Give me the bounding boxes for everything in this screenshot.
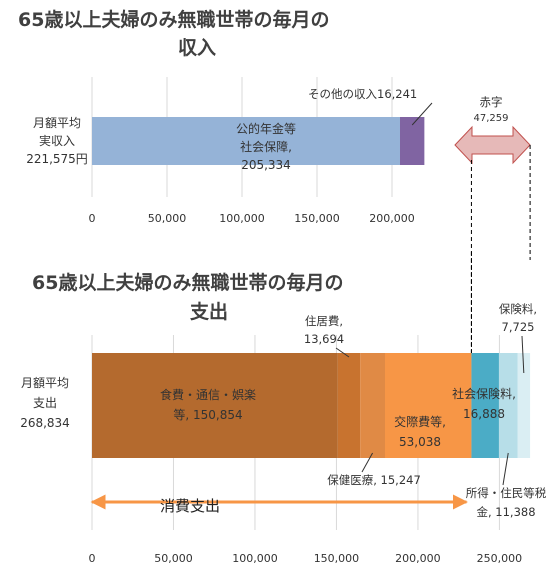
expense-title-line-1: 65歳以上夫婦のみ無職世帯の毎月の [32, 271, 343, 294]
pension-label-line-2: 社会保障, [240, 139, 292, 154]
insurance-label-line-2: 7,725 [502, 320, 535, 334]
income-row-label-line-1: 月額平均 [33, 116, 81, 130]
deficit-label-line-2: 47,259 [474, 113, 509, 124]
tax-label-line-1: 所得・住民等税 [466, 486, 547, 500]
social-expense-segment [384, 353, 472, 458]
housing-label-line-2: 13,694 [304, 332, 344, 346]
expense-tick-label: 250,000 [477, 552, 523, 565]
pension-label-line-3: 205,334 [241, 158, 291, 172]
housing-segment [337, 353, 361, 458]
income-tick-label: 200,000 [369, 212, 415, 225]
pension-segment [92, 117, 401, 165]
food-label-line-2: 等, 150,854 [173, 408, 242, 422]
expense-bar-segments [92, 353, 531, 458]
income-title-line-1: 65歳以上夫婦のみ無職世帯の毎月の [18, 8, 329, 31]
other-income-label: その他の収入16,241 [308, 87, 417, 101]
social-insurance-label-line-2: 16,888 [463, 407, 505, 421]
food-label-line-1: 食費・通信・娯楽 [160, 387, 256, 402]
housing-label-line-1: 住居費, [305, 314, 343, 328]
expense-title-line-2: 支出 [189, 300, 228, 323]
medical-label: 保健医療, 15,247 [327, 473, 421, 487]
housing-leader-line [335, 347, 350, 358]
food-segment [92, 353, 338, 458]
income-bar-segments [92, 117, 425, 165]
expense-tick-label: 50,000 [154, 552, 193, 565]
tax-leader-line [502, 452, 509, 486]
income-tick-label: 100,000 [219, 212, 265, 225]
social-insurance-label-line-1: 社会保険料, [452, 386, 516, 401]
medical-leader-line [361, 452, 374, 473]
income-row-label-line-2: 実収入 [39, 133, 75, 148]
expense-tick-label: 150,000 [314, 552, 360, 565]
expense-tick-label: 200,000 [395, 552, 441, 565]
expense-tick-label: 0 [89, 552, 96, 565]
other-income-segment [400, 117, 425, 165]
expense-row-label: 月額平均 支出 268,834 [20, 376, 70, 430]
pension-label-line-1: 公的年金等 [236, 121, 296, 136]
expense-row-label-line-3: 268,834 [20, 416, 70, 430]
income-chart: 65歳以上夫婦のみ無職世帯の毎月の 収入 月額平均 実収入 221,575円 0… [18, 8, 531, 353]
deficit-double-arrow [454, 125, 531, 165]
social-expense-label-line-1: 交際費等, [394, 414, 446, 429]
expense-row-label-line-1: 月額平均 [21, 376, 69, 390]
social-insurance-segment [471, 353, 499, 458]
insurance-leader-line [521, 335, 525, 374]
income-tick-label: 50,000 [148, 212, 187, 225]
medical-segment [360, 353, 385, 458]
income-tick-label: 0 [89, 212, 96, 225]
social-expense-label-line-2: 53,038 [399, 435, 441, 449]
consumption-label: 消費支出 [160, 497, 220, 515]
income-row-label: 月額平均 実収入 221,575円 [26, 116, 88, 166]
income-tick-label: 150,000 [294, 212, 340, 225]
insurance-segment [517, 353, 531, 458]
other-income-leader-line [411, 102, 433, 126]
tax-segment [498, 353, 518, 458]
income-axis-ticks: 0 50,000 100,000 150,000 200,000 [89, 212, 415, 225]
income-row-label-line-3: 221,575円 [26, 152, 88, 166]
expense-chart: 65歳以上夫婦のみ無職世帯の毎月の 支出 月額平均 支出 268,834 0 50… [20, 252, 547, 565]
tax-label-line-2: 金, 11,388 [476, 505, 535, 519]
deficit-label-line-1: 赤字 [480, 95, 503, 109]
expense-row-label-line-2: 支出 [33, 396, 57, 410]
expense-tick-label: 100,000 [232, 552, 278, 565]
insurance-label-line-1: 保険料, [499, 302, 537, 316]
income-title-line-2: 収入 [178, 37, 216, 59]
expense-axis-ticks: 0 50,000 100,000 150,000 200,000 250,000 [89, 552, 523, 565]
